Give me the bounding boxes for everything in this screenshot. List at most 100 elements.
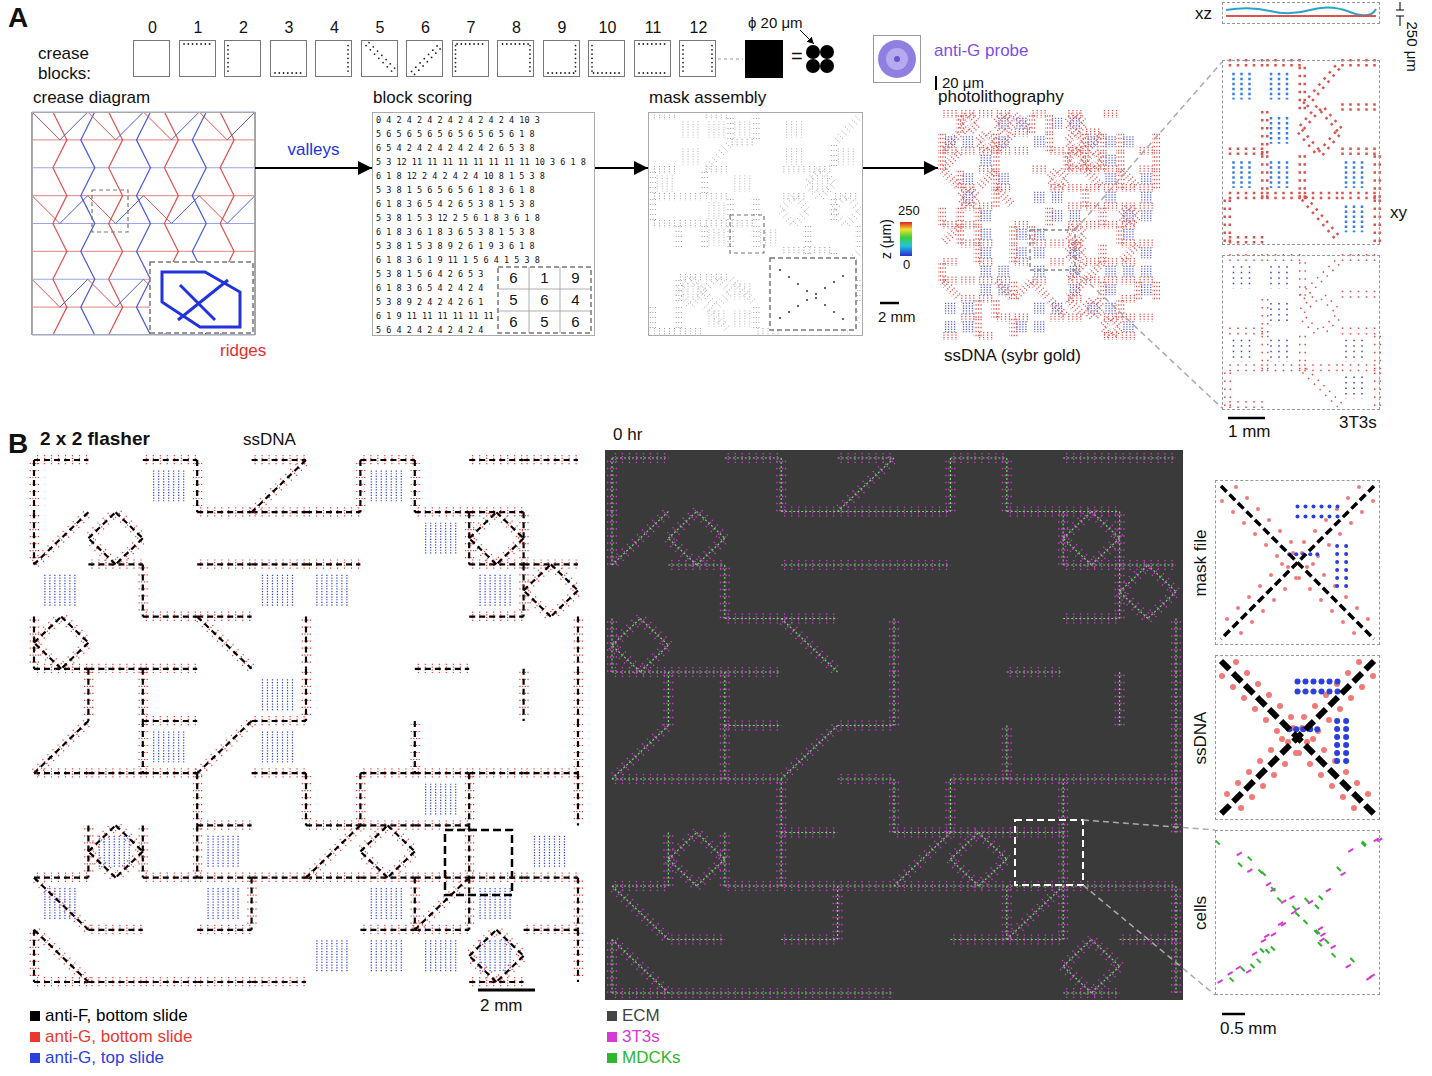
- node-label: mask assembly: [649, 88, 766, 108]
- crease-block: 10: [588, 40, 625, 77]
- photolithography-panel: photolithographyssDNA (sybr gold): [938, 110, 1160, 340]
- flasher-ssdna-panel: 2 x 2 flasherssDNA: [28, 455, 583, 988]
- annotation: 0: [903, 258, 910, 273]
- legend-entry: ECM: [607, 1006, 660, 1026]
- annotation: ridges: [220, 341, 266, 361]
- xz-view: xz: [1222, 2, 1380, 24]
- probe-image: anti-G probe: [873, 35, 921, 83]
- table-cell: 5 3 12 11 11 11 11 11 11 11 11 10 3 6 1 …: [376, 155, 586, 169]
- legend-text: anti-G, bottom slide: [45, 1027, 192, 1046]
- legend-swatch: [30, 1011, 40, 1021]
- node-label: block scoring: [373, 88, 472, 108]
- node-label: ssDNA: [243, 430, 296, 450]
- node-label: anti-G probe: [934, 41, 1029, 61]
- legend-entry: anti-G, bottom slide: [30, 1027, 192, 1047]
- table-cell: 5 6 4 2 4 2 4 2 4 2 4: [376, 323, 483, 337]
- node-label: xy: [1390, 203, 1407, 223]
- annotation: 250 μm: [1404, 21, 1421, 71]
- legend-text: anti-G, top slide: [45, 1048, 164, 1067]
- legend-swatch: [607, 1011, 617, 1021]
- crease-block: 7: [452, 40, 489, 77]
- crease-block: 5: [361, 40, 398, 77]
- table-cell: 6 5 4 2 4 2 4 2 4 2 4 2 6 5 3 8: [376, 141, 535, 155]
- node-label: ssDNA (sybr gold): [944, 346, 1081, 366]
- table-cell: 6: [529, 289, 560, 311]
- zoom-box: mask file: [1215, 480, 1380, 645]
- crease-diagram-panel: crease diagram: [32, 112, 255, 335]
- annotation: B: [8, 428, 28, 460]
- table-cell: 5 3 8 1 5 3 8 9 2 6 1 9 3 6 1 8: [376, 239, 535, 253]
- node-label: xz: [1195, 4, 1212, 24]
- legend-text: MDCKs: [622, 1048, 681, 1067]
- mask-assembly-panel: mask assembly: [648, 112, 863, 336]
- table-cell: 6 1 8 3 6 1 8 3 6 5 3 8 1 5 3 8: [376, 225, 535, 239]
- table-cell: 5 6 5 6 5 6 5 6 5 6 5 6 5 6 1 8: [376, 127, 535, 141]
- annotation: 2 mm: [878, 308, 916, 325]
- node-label: 0 hr: [613, 425, 642, 445]
- crease-block: 11: [634, 40, 671, 77]
- node-label: 9: [538, 19, 587, 37]
- cells-0hr-panel: 0 hr: [605, 450, 1183, 1000]
- table-cell: 6: [560, 311, 591, 333]
- node-label: 0: [128, 19, 177, 37]
- legend-text: ECM: [622, 1006, 660, 1025]
- node-label: 1: [174, 19, 223, 37]
- annotation: =: [791, 45, 803, 68]
- legend-entry: MDCKs: [607, 1048, 681, 1068]
- table-cell: 5 3 8 9 2 4 2 4 2 6 1: [376, 295, 483, 309]
- legend-swatch: [30, 1053, 40, 1063]
- legend-swatch: [607, 1053, 617, 1063]
- zoom-box: cells: [1215, 830, 1380, 995]
- table-cell: 6 1 8 3 6 5 4 2 6 5 3 8 1 5 3 8: [376, 197, 535, 211]
- table-cell: 9: [560, 267, 591, 289]
- node-label: 8: [492, 19, 541, 37]
- table-cell: 5 3 8 1 5 3 12 2 5 6 1 8 3 6 1 8: [376, 211, 540, 225]
- annotation: 1 mm: [1228, 422, 1271, 442]
- crease-block: 6: [406, 40, 443, 77]
- table-cell: 5 3 8 1 5 6 4 2 6 5 3: [376, 267, 483, 281]
- node-label: 5: [356, 19, 405, 37]
- node-label: 3: [265, 19, 314, 37]
- table-cell: 5 3 8 1 5 6 5 6 5 6 1 8 3 6 1 8: [376, 183, 535, 197]
- crease-block: 8: [497, 40, 534, 77]
- crease-block: 12: [679, 40, 716, 77]
- crease-block: 9: [543, 40, 580, 77]
- node-label: 4: [310, 19, 359, 37]
- annotation: ϕ 20 μm: [748, 14, 803, 31]
- node-label: 2: [219, 19, 268, 37]
- node-label: cells: [1191, 896, 1211, 930]
- node-label: 6: [401, 19, 450, 37]
- node-label: crease diagram: [33, 88, 150, 108]
- node-label: mask file: [1191, 529, 1211, 596]
- legend-swatch: [30, 1032, 40, 1042]
- cell-view: 3T3s: [1222, 255, 1380, 410]
- crease-block: 3: [270, 40, 307, 77]
- zoom-box: ssDNA: [1215, 655, 1380, 820]
- legend-text: 3T3s: [622, 1027, 660, 1046]
- table-cell: 4: [560, 289, 591, 311]
- node-label: 3T3s: [1339, 413, 1377, 433]
- table-cell: 6: [498, 267, 529, 289]
- table-cell: 0 4 2 4 2 4 2 4 2 4 2 4 2 4 10 3: [376, 113, 540, 127]
- legend-entry: anti-F, bottom slide: [30, 1006, 188, 1026]
- node-label: 12: [674, 19, 723, 37]
- annotation: 2 mm: [480, 996, 523, 1016]
- node-label: 7: [447, 19, 496, 37]
- legend-entry: anti-G, top slide: [30, 1048, 164, 1068]
- table-cell: 6 1 8 12 2 4 2 4 2 4 10 8 1 5 3 8: [376, 169, 545, 183]
- table-cell: 6 1 9 11 11 11 11 11 11: [376, 309, 494, 323]
- node-label: 2 x 2 flasher: [40, 428, 150, 450]
- annotation: 0.5 mm: [1220, 1019, 1277, 1039]
- annotation: 20 μm: [942, 74, 984, 91]
- node-label: 11: [629, 19, 678, 37]
- legend-entry: 3T3s: [607, 1027, 660, 1047]
- crease-block: 2: [224, 40, 261, 77]
- table-cell: 6 1 8 3 6 1 9 11 1 5 6 4 1 5 3 8: [376, 253, 540, 267]
- node-label: 10: [583, 19, 632, 37]
- annotation: z (μm): [878, 219, 894, 259]
- table-cell: 6: [498, 311, 529, 333]
- node-label: ssDNA: [1191, 712, 1211, 765]
- crease-block: 1: [179, 40, 216, 77]
- crease-block: 0: [133, 40, 170, 77]
